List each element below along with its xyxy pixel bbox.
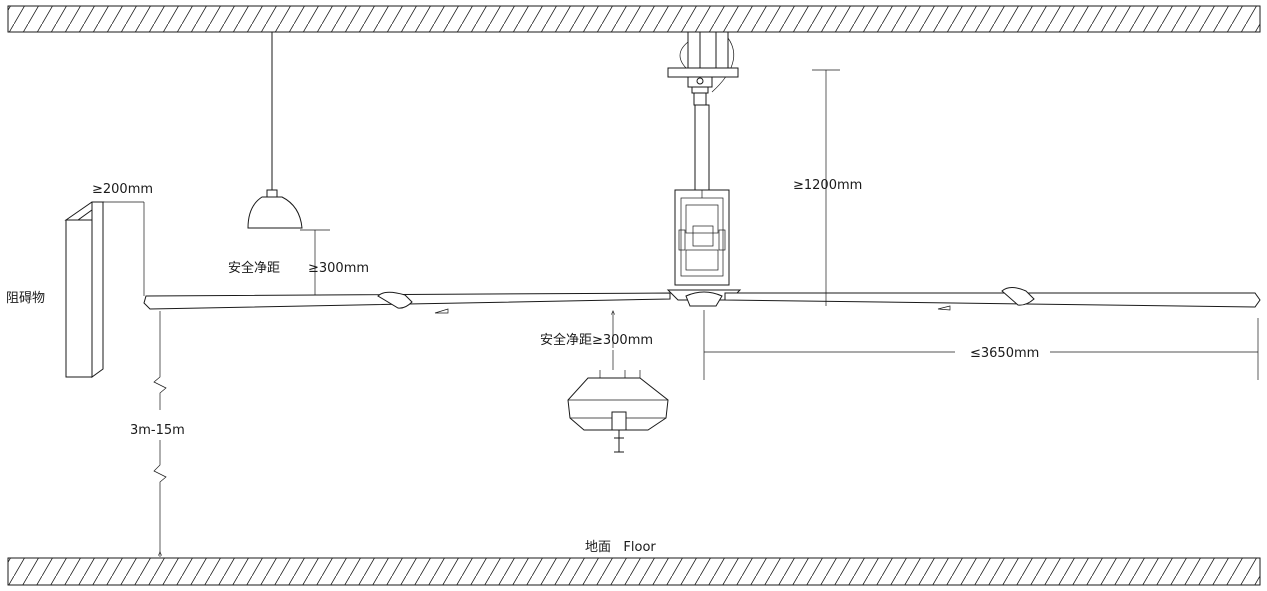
blade-radius-label: ≤3650mm <box>970 346 1039 361</box>
floor <box>7 557 1261 586</box>
lamp-clearance-value: ≥300mm <box>308 261 369 276</box>
obstacle-block <box>64 201 105 378</box>
fan-blade-right <box>724 287 1261 311</box>
fan-down-rod <box>694 104 710 191</box>
top-clearance-label: ≥1200mm <box>793 178 862 193</box>
hanging-lamp <box>247 32 303 229</box>
bottom-clearance-label: 安全净距≥300mm <box>540 332 653 348</box>
ceiling-device-below <box>567 370 669 453</box>
lamp-clearance-label: 安全净距 <box>228 260 280 276</box>
top-clearance-dimension <box>812 69 840 306</box>
obstacle-clearance-label: ≥200mm <box>92 182 153 197</box>
height-dimension <box>153 311 167 557</box>
fan-mount-bracket <box>667 31 739 106</box>
fan-blade-left <box>143 291 671 314</box>
floor-label: 地面 Floor <box>585 540 656 555</box>
obstacle-label: 阻碍物 <box>6 291 45 306</box>
blade-radius-dimension <box>703 310 1259 380</box>
ceiling <box>7 5 1261 33</box>
height-range-label: 3m-15m <box>130 423 185 438</box>
lamp-clearance-dimension <box>300 229 330 296</box>
fan-motor <box>666 189 742 307</box>
obstacle-clearance-dimension <box>103 201 145 296</box>
